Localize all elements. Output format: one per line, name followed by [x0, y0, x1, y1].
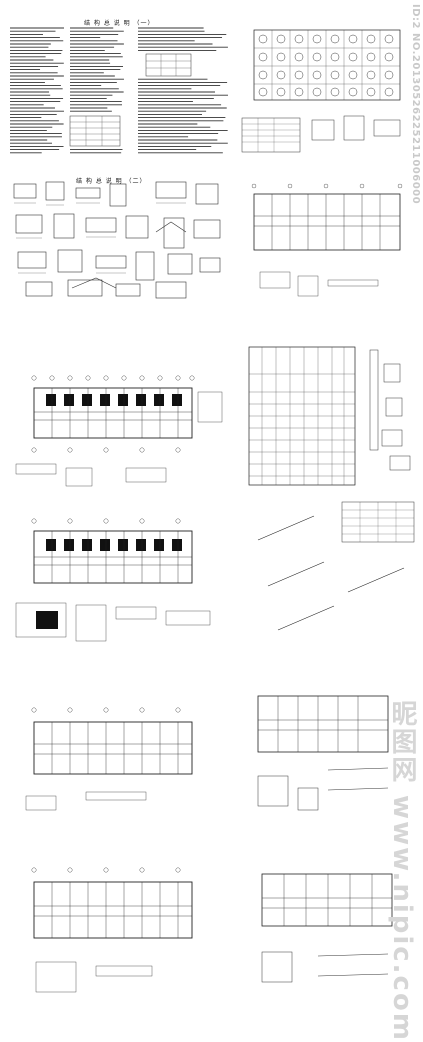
sheet-plan-right-3 [238, 860, 416, 1010]
floor-plan-drawing [15, 375, 223, 487]
floor-plan-drawing [257, 695, 389, 811]
sheet-general-notes-1: 结 构 总 说 明 （一） [6, 16, 231, 158]
stair-detail-drawing [369, 349, 411, 471]
schedule-table-drawing [248, 346, 356, 486]
sheet-stair-sections [238, 500, 416, 640]
sheet-general-notes-2: 结 构 总 说 明 （二） [6, 170, 231, 308]
stair-section-drawing [257, 501, 415, 631]
floor-plan-drawing [251, 183, 403, 297]
sheet-foundation-plan [238, 22, 410, 162]
watermark-site: 昵图网 www.nipic.com [387, 700, 417, 1042]
sheet-plan-left-3 [6, 700, 231, 828]
floor-plan-drawing [31, 867, 193, 993]
detail-sketches [13, 181, 221, 299]
foundation-plan-drawing [241, 29, 401, 153]
sheet-title: 结 构 总 说 明 （一） [84, 20, 155, 27]
sheet-title: 结 构 总 说 明 （二） [76, 178, 147, 185]
sheet-stair-details [360, 346, 416, 486]
floor-plan-drawing [15, 518, 211, 642]
watermark-id: ID:2 NO.20130526225211006000 [410, 4, 421, 205]
sheet-plan-left-2 [6, 515, 231, 655]
sheet-plan-right-2 [238, 680, 416, 828]
sheet-plan-right-1 [238, 180, 410, 332]
sheet-schedule-table [248, 346, 356, 486]
sheet-plan-left-1 [6, 372, 231, 500]
floor-plan-drawing [25, 707, 193, 811]
notes-text-columns [10, 27, 228, 154]
floor-plan-drawing [261, 873, 393, 983]
sheet-plan-left-4 [6, 862, 231, 1012]
